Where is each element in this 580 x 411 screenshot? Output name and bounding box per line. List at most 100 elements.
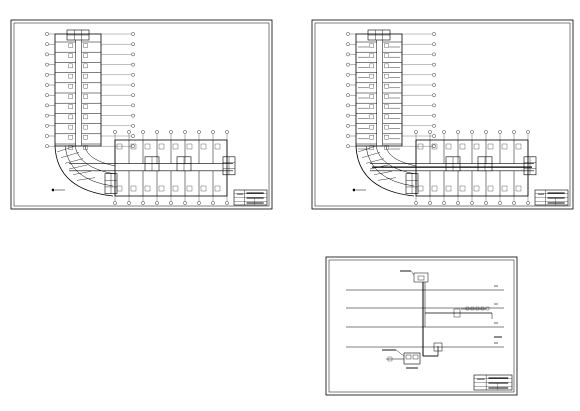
fixture-box xyxy=(480,306,485,311)
corridor-curve xyxy=(74,145,116,175)
east-stair xyxy=(523,156,537,176)
room-closet xyxy=(487,143,494,150)
grid-bubble-right xyxy=(432,73,436,77)
grid-bubble-right xyxy=(432,42,436,47)
stair-core xyxy=(367,29,391,41)
fixture-box xyxy=(465,306,470,311)
radial-partition xyxy=(56,145,76,153)
roof-equipment xyxy=(400,270,429,283)
grid-bubble-top xyxy=(169,130,173,134)
grid-bubble-left xyxy=(346,144,350,148)
grid-bubble-bottom xyxy=(442,201,446,205)
grid-bubble-bottom xyxy=(197,201,201,205)
room-closet xyxy=(68,104,73,109)
grid-bubble-top xyxy=(155,130,159,134)
room-closet xyxy=(214,143,221,150)
room-closet xyxy=(68,53,73,58)
grid-bubble-left xyxy=(346,62,350,67)
grid-bubble-bottom xyxy=(155,201,159,205)
room-closet xyxy=(369,53,374,58)
grid-bubble-left xyxy=(346,42,350,47)
room-closet xyxy=(186,143,193,150)
drawing-sheet-floor-plan-a[interactable] xyxy=(10,19,273,210)
room-closet xyxy=(172,185,179,192)
grid-bubble-top xyxy=(127,130,131,134)
grid-bubble-bottom xyxy=(211,201,215,205)
grid-bubble-top xyxy=(512,130,516,134)
outer-curve-wall xyxy=(54,145,114,197)
room-closet xyxy=(445,143,452,150)
grid-bubble-bottom xyxy=(456,201,460,205)
drawing-sheet-floor-plan-b[interactable] xyxy=(311,19,574,210)
room-closet xyxy=(200,143,207,150)
grid-bubble-bottom xyxy=(526,201,530,205)
sheet-inner-frame xyxy=(314,22,571,207)
grid-bubble-left xyxy=(346,93,350,97)
room-closet xyxy=(384,63,389,69)
grid-bubble-bottom xyxy=(428,201,432,205)
room-closet xyxy=(487,185,494,192)
horizontal-wing xyxy=(370,130,537,205)
grid-bubble-top xyxy=(183,130,187,134)
room-closet xyxy=(214,185,221,192)
sheet-border xyxy=(10,19,273,210)
room-closet xyxy=(384,53,389,58)
core-detail xyxy=(144,156,160,172)
room-closet xyxy=(515,143,522,150)
outer-curve-wall xyxy=(355,145,415,197)
vertical-wing xyxy=(45,29,135,150)
corridor-curve xyxy=(385,145,417,167)
room-closet xyxy=(515,185,522,192)
drawing-sheet-system-riser[interactable] xyxy=(325,256,518,396)
grid-bubble-bottom xyxy=(225,201,229,205)
grid-bubble-top xyxy=(141,130,145,134)
room-closet xyxy=(68,135,73,140)
grid-bubble-bottom xyxy=(113,201,117,205)
grid-bubble-bottom xyxy=(127,201,131,205)
grid-bubble-left xyxy=(45,42,49,47)
grid-bubble-top xyxy=(113,130,117,134)
grid-bubble-left xyxy=(45,124,49,128)
grid-bubble-left xyxy=(45,113,49,118)
room-closet xyxy=(369,104,374,109)
room-closet xyxy=(384,84,389,89)
basement-equipment xyxy=(382,342,443,369)
room-closet xyxy=(369,43,374,48)
grid-bubble-top xyxy=(526,130,530,134)
room-closet xyxy=(68,43,73,48)
room-closet xyxy=(384,104,389,109)
room-closet xyxy=(68,63,73,69)
radial-partition xyxy=(72,171,92,175)
room-closet xyxy=(130,143,137,150)
grid-bubble-top xyxy=(414,130,418,134)
grid-bubble-right xyxy=(131,113,135,118)
equipment-sub xyxy=(412,354,419,360)
grid-bubble-top xyxy=(456,130,460,134)
room-closet xyxy=(83,43,88,48)
room-closet xyxy=(369,63,374,69)
room-closet xyxy=(83,53,88,58)
room-closet xyxy=(83,63,88,69)
floor-plan-sheet xyxy=(10,19,273,210)
leader xyxy=(395,349,405,357)
grid-bubble-top xyxy=(211,130,215,134)
core-detail xyxy=(445,156,461,172)
grid-bubble-left xyxy=(45,93,49,97)
grid-bubble-left xyxy=(45,62,49,67)
room-closet xyxy=(431,143,438,150)
grid-bubble-left xyxy=(346,83,350,87)
room-closet xyxy=(369,73,374,79)
grid-bubble-right xyxy=(432,32,436,36)
west-stair xyxy=(104,173,118,194)
room-closet xyxy=(172,143,179,150)
horizontal-wing xyxy=(69,130,236,205)
floor-plan-sheet xyxy=(311,19,574,210)
grid-bubble-left xyxy=(45,32,49,36)
room-closet xyxy=(369,145,374,150)
vertical-wing-outline xyxy=(355,33,403,147)
grid-bubble-right xyxy=(432,103,436,108)
west-stair xyxy=(405,173,419,194)
room-closet xyxy=(68,84,73,89)
